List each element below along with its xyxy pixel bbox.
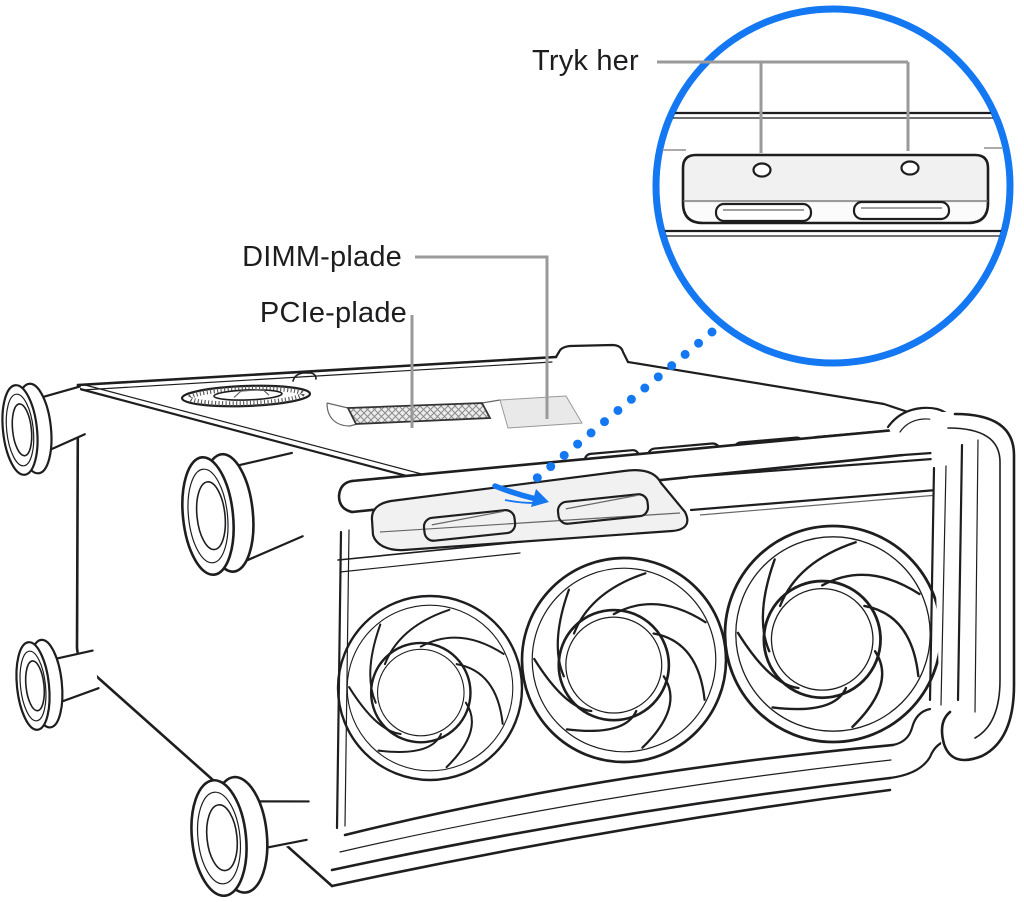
mesh-vent-icon [346,402,492,425]
foot-icon [15,638,100,731]
press-point [752,162,772,178]
support-line [339,552,521,573]
press-arrow-icon [492,483,549,507]
dimm-cover-top [499,395,583,429]
panel-edge-inner [84,384,453,483]
callout-line-dimm [415,255,549,419]
press-here-label: Tryk her [532,45,639,77]
cover-plate [370,469,689,552]
dotted-leader-line [532,327,717,483]
foot-icon [1,382,86,476]
foot-icon [181,451,304,577]
pcie-cover-label: PCIe-plade [259,297,407,329]
oval-vent-icon [180,384,312,408]
magnifier-circle [652,5,1014,367]
dimm-cover-label: DIMM-plade [242,241,402,273]
callout-line-press [657,60,910,153]
panel-edge [78,387,450,489]
magnified-plate [659,111,1007,237]
frame-leg [928,412,1016,768]
front-left-edge-inner [344,529,350,827]
foot-icon [190,775,310,898]
bottom-rail [330,707,952,888]
press-point [900,160,920,176]
top-surface [76,343,910,427]
